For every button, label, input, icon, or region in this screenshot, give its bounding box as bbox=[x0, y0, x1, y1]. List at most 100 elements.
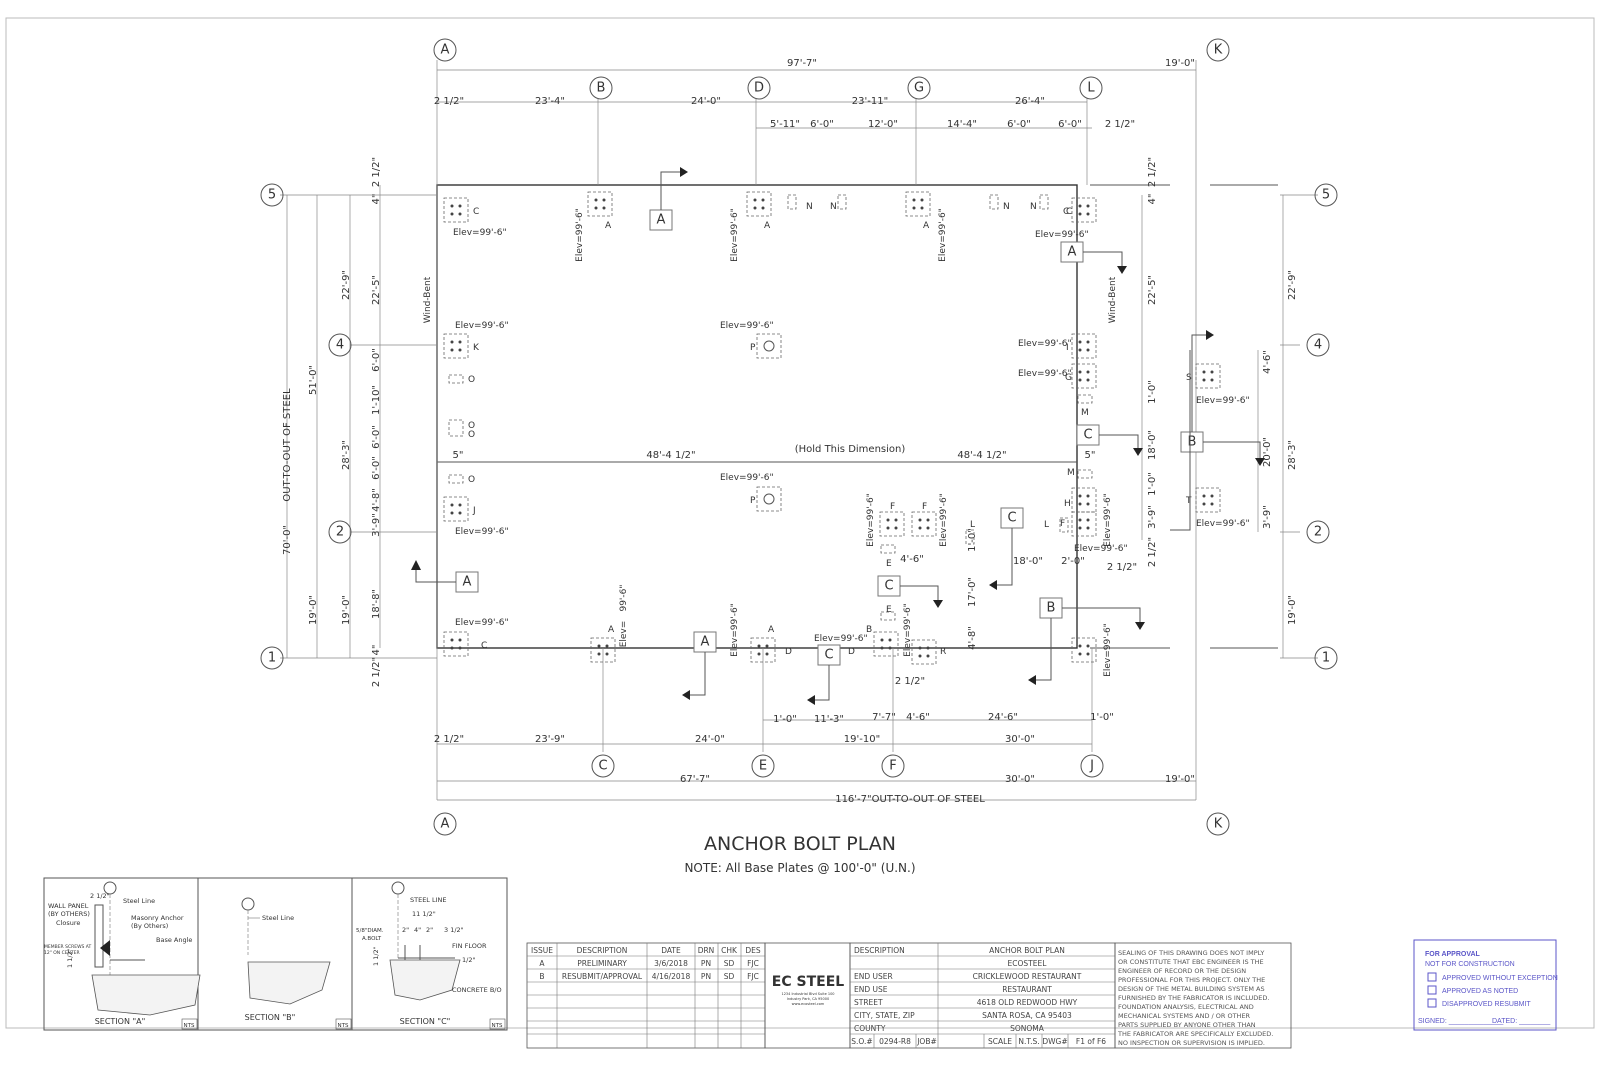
logo-address: 1234 Industrial Blvd Suite 100 bbox=[781, 992, 834, 996]
section-tag: C bbox=[824, 648, 833, 663]
elev-note: Elev=99'-6" bbox=[1196, 396, 1250, 406]
section-tag: C bbox=[1083, 428, 1092, 443]
section-tag: C bbox=[1007, 511, 1016, 526]
disclaimer-line: PROFESSIONAL FOR THIS PROJECT. ONLY THE bbox=[1118, 976, 1265, 984]
dim-bottom-overall: 67'-7" bbox=[680, 774, 710, 785]
rev-cell: PN bbox=[701, 959, 711, 968]
dim-left-overall: 70'-0" bbox=[282, 525, 293, 555]
rev-cell: PN bbox=[701, 972, 711, 981]
rev-cell: FJC bbox=[747, 972, 759, 981]
dim-right-b: 22'-5" bbox=[1147, 275, 1158, 305]
project-key: CITY, STATE, ZIP bbox=[854, 1011, 915, 1020]
dim-middle: 5" bbox=[453, 450, 464, 461]
sheet-border bbox=[5, 17, 1595, 1029]
disapprove-checkbox[interactable] bbox=[1427, 998, 1437, 1008]
grid-label: 5 bbox=[1322, 188, 1330, 203]
grid-label: F bbox=[889, 759, 896, 774]
dim-top-sub: 5'-11" bbox=[770, 119, 800, 130]
approve-noted-checkbox[interactable] bbox=[1427, 985, 1437, 995]
plate-labels: C A A N N A N N C K O O O O J C A A D B … bbox=[468, 202, 1192, 657]
grid-label: 1 bbox=[1322, 651, 1330, 666]
dim-left-a: 51'-0" bbox=[308, 365, 319, 395]
grid-label: 1 bbox=[268, 651, 276, 666]
approve-checkbox[interactable] bbox=[1427, 972, 1437, 982]
plate-label: M bbox=[1067, 468, 1075, 478]
plate-label: O bbox=[468, 430, 475, 440]
plate-label: H bbox=[1064, 499, 1071, 509]
logo-address: Industry Park, CA 95000 bbox=[787, 997, 829, 1001]
dim-bottom-row: 30'-0" bbox=[1005, 734, 1035, 745]
dim-left-c: 4" bbox=[371, 194, 382, 205]
approval-option: APPROVED WITHOUT EXCEPTION bbox=[1442, 975, 1558, 982]
project-key: DESCRIPTION bbox=[854, 946, 905, 955]
dim-bottom-row: 24'-0" bbox=[695, 734, 725, 745]
section-tag: A bbox=[701, 635, 710, 650]
dim-bottom-sub: 4'-6" bbox=[906, 712, 930, 723]
approval-title: FOR APPROVAL bbox=[1425, 951, 1481, 958]
grid-label: 5 bbox=[268, 188, 276, 203]
dim-left-c: 2 1/2" bbox=[371, 157, 382, 187]
note-text: 11 1/2" bbox=[412, 910, 436, 918]
dim-top-overall: 97'-7" bbox=[787, 58, 817, 69]
building-outline bbox=[436, 184, 1078, 649]
dim-left-c: 1'-10" bbox=[371, 385, 382, 415]
dim-bottom-row: 23'-9" bbox=[535, 734, 565, 745]
disclaimer-line: FOUNDATION ANALYSIS, ELECTRICAL AND bbox=[1118, 1003, 1254, 1011]
note-text: Closure bbox=[56, 919, 80, 927]
rev-cell: SD bbox=[724, 959, 735, 968]
dim-interior: 4'-6" bbox=[900, 554, 924, 565]
dim-left-c: 4'-8" bbox=[371, 488, 382, 512]
grid-label: K bbox=[1214, 43, 1223, 58]
elev-note: Elev=99'-6" bbox=[720, 321, 774, 331]
plate-label: P bbox=[750, 343, 756, 353]
dim-right-a: 19'-0" bbox=[1287, 595, 1298, 625]
note-text: Masonry Anchor bbox=[131, 914, 184, 922]
dim-left-c: 6'-0" bbox=[371, 425, 382, 449]
nts-label: NTS bbox=[338, 1023, 349, 1029]
footer-cell: F1 of F6 bbox=[1076, 1037, 1106, 1046]
dim-right-b: 20'-0" bbox=[1262, 437, 1273, 467]
plate-label: E bbox=[886, 559, 892, 569]
company-logo: EC STEEL 1234 Industrial Blvd Suite 100 … bbox=[764, 942, 851, 1049]
dim-bottom-overall: 19'-0" bbox=[1165, 774, 1195, 785]
approval-signed: SIGNED: ______________ bbox=[1418, 1018, 1503, 1025]
section-a-detail: WALL PANEL (BY OTHERS) Closure MEMBER SC… bbox=[44, 881, 201, 1030]
elev-note: Elev=99'-6" bbox=[939, 493, 949, 547]
dim-top-row: 24'-0" bbox=[691, 96, 721, 107]
rev-cell: RESUBMIT/APPROVAL bbox=[562, 972, 643, 981]
plate-label: A bbox=[768, 625, 775, 635]
plate-label: N bbox=[1030, 202, 1037, 212]
elev-note: Elev=99'-6" bbox=[730, 208, 740, 262]
dim-left-b: 28'-3" bbox=[341, 440, 352, 470]
elev-note: Elev=99'-6" bbox=[455, 618, 509, 628]
dim-bottom-sub: 7'-7" bbox=[872, 712, 896, 723]
plate-label: D bbox=[785, 647, 792, 657]
rev-header: DRN bbox=[698, 946, 715, 955]
grid-label: 4 bbox=[336, 338, 344, 353]
plate-label: N bbox=[1003, 202, 1010, 212]
note-text: (By Others) bbox=[131, 922, 168, 930]
elev-note: Elev=99'-6" bbox=[866, 493, 876, 547]
note-text: 1 1/2" bbox=[372, 946, 380, 966]
disclaimer-line: SEALING OF THIS DRAWING DOES NOT IMPLY bbox=[1118, 949, 1264, 957]
dim-left-b: 22'-9" bbox=[341, 270, 352, 300]
project-value: 4618 OLD REDWOOD HWY bbox=[977, 998, 1078, 1007]
elev-note-split: Elev= bbox=[619, 621, 629, 648]
plate-label: D bbox=[848, 647, 855, 657]
elev-note: Elev=99'-6" bbox=[1196, 519, 1250, 529]
dim-top-sub: 6'-0" bbox=[810, 119, 834, 130]
plate-label: E bbox=[886, 605, 892, 615]
disclaimer-line: THE FABRICATOR ARE SPECIFICALLY EXCLUDED… bbox=[1117, 1030, 1273, 1038]
plate-label: O bbox=[468, 375, 475, 385]
plate-label: A bbox=[608, 625, 615, 635]
dim-top-row: 23'-4" bbox=[535, 96, 565, 107]
project-key: END USE bbox=[854, 985, 888, 994]
grid-label: E bbox=[759, 759, 767, 774]
section-c-label: SECTION "C" bbox=[400, 1017, 451, 1026]
note-text: 1/2" bbox=[462, 956, 475, 964]
footer-cell: JOB# bbox=[916, 1037, 937, 1046]
drawing-note: NOTE: All Base Plates @ 100'-0" (U.N.) bbox=[684, 861, 915, 875]
project-value: SONOMA bbox=[1010, 1024, 1045, 1033]
dim-left-a: 19'-0" bbox=[308, 595, 319, 625]
plate-label: F bbox=[890, 502, 895, 512]
